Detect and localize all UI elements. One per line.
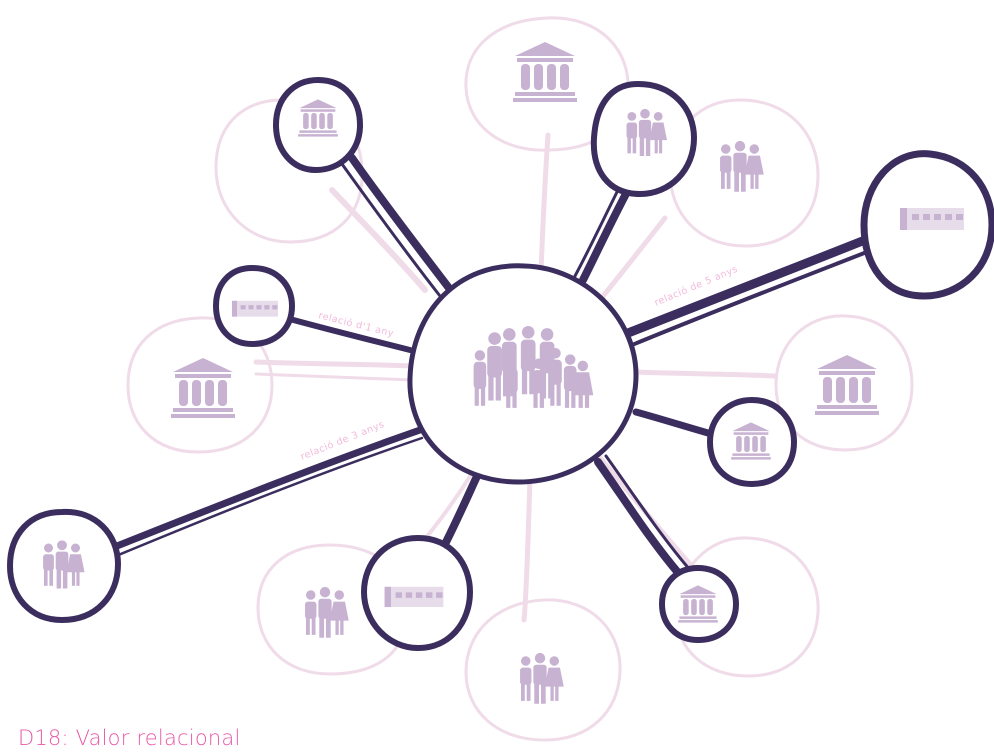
node-circle-inst-right bbox=[706, 396, 798, 488]
school-building-icon bbox=[231, 300, 279, 317]
connector-people-left bbox=[108, 426, 424, 558]
faint-circle bbox=[126, 316, 274, 454]
school-building-icon bbox=[384, 586, 444, 608]
school-building-icon bbox=[900, 208, 964, 230]
faint-connector bbox=[253, 359, 415, 369]
connector-school-left bbox=[283, 315, 413, 353]
connector-inst-bottom-right bbox=[594, 454, 692, 579]
faint-circle bbox=[464, 598, 622, 742]
institution-building-icon bbox=[513, 42, 577, 102]
people-group-icon bbox=[520, 652, 564, 704]
people-group-icon bbox=[720, 140, 764, 192]
faint-connector bbox=[254, 372, 414, 382]
faint-connector bbox=[538, 132, 551, 275]
node-circle-inst-bottom-right bbox=[658, 564, 740, 644]
faint-circle bbox=[464, 16, 630, 152]
institution-building-icon bbox=[171, 358, 235, 418]
faint-circle bbox=[774, 314, 914, 452]
faint-connector bbox=[632, 369, 778, 379]
faint-connector bbox=[521, 475, 533, 623]
people-group-icon bbox=[305, 586, 349, 638]
connector-inst-right bbox=[632, 408, 719, 439]
figure-caption: D18: Valor relacional bbox=[18, 726, 241, 750]
connector-inst-top-left bbox=[340, 154, 456, 298]
connector-people-top bbox=[573, 184, 632, 284]
institution-building-icon bbox=[815, 355, 879, 415]
node-circle-inst-top-left bbox=[272, 76, 364, 174]
connector-school-right bbox=[623, 233, 875, 347]
faint-connector bbox=[329, 187, 428, 293]
faint-connector bbox=[597, 215, 668, 303]
